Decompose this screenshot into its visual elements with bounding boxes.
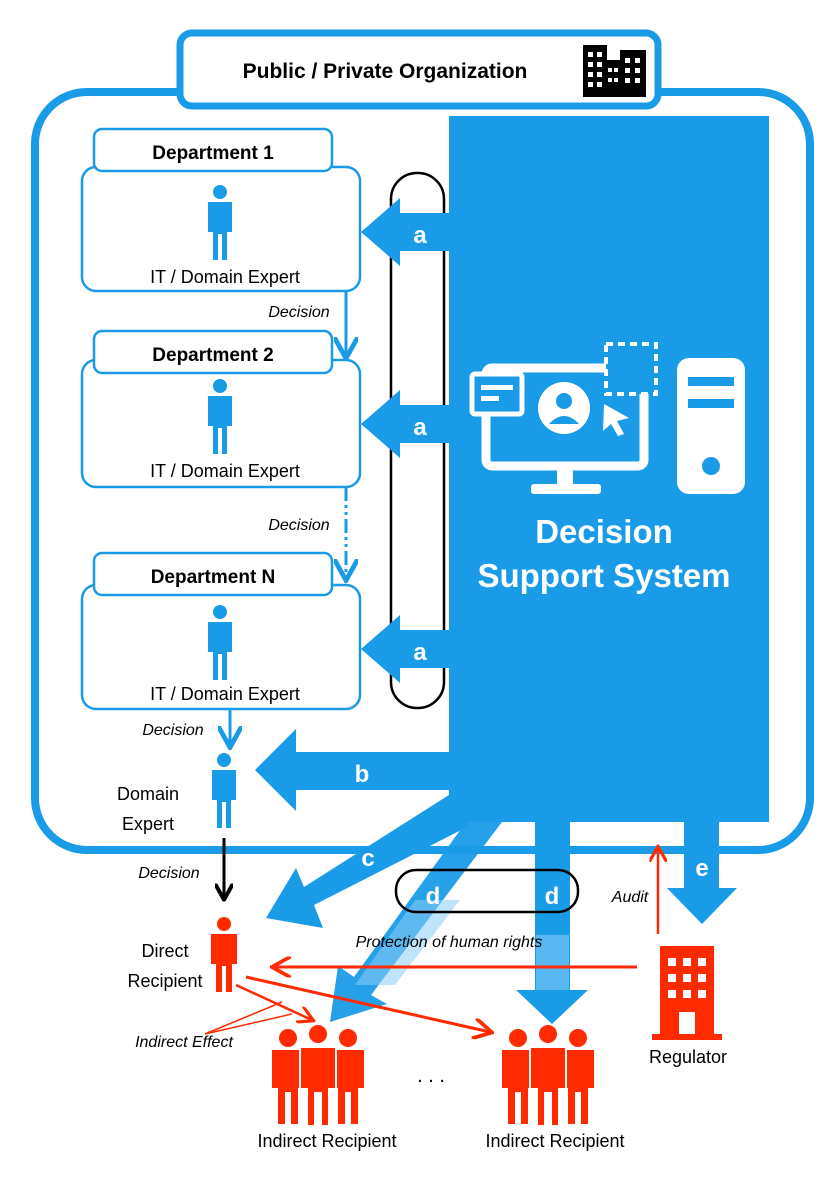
arrow-a-label: a — [413, 222, 427, 249]
arrow-a-department-2: a — [361, 390, 449, 458]
department-title: Department 1 — [152, 143, 274, 164]
monitor-user-icon — [469, 342, 658, 494]
decision-label: Decision — [138, 865, 199, 882]
direct-recipient-line1: Direct — [141, 941, 188, 961]
arrow-c-direct-recipient: c — [266, 795, 469, 928]
indirect-recipient-group-1-icon — [272, 1023, 364, 1127]
arrow-d-label: d — [426, 883, 441, 910]
regulator-label: Regulator — [649, 1047, 727, 1067]
arrow-a-department-n: a — [361, 615, 449, 683]
arrow-e-label: e — [695, 855, 708, 882]
indirect-effect-pointer — [204, 1001, 283, 1035]
indirect-recipient-label-2: Indirect Recipient — [485, 1131, 624, 1151]
department-role: IT / Domain Expert — [150, 267, 300, 287]
arrow-d-indirect-recipient-1: d — [330, 822, 502, 1022]
organization-title-box — [176, 29, 662, 110]
arrow-d-group — [394, 868, 580, 914]
regulator-building-icon — [652, 946, 722, 1040]
organization-title: Public / Private Organization — [243, 60, 528, 83]
dss-title-line2: Support System — [477, 557, 730, 594]
ellipsis: . . . — [417, 1065, 445, 1087]
indirect-recipient-group-2-icon — [502, 1023, 594, 1127]
department-role: IT / Domain Expert — [150, 684, 300, 704]
arrow-a-department-1: a — [361, 198, 449, 266]
department-2-box: Department 2 IT / Domain Expert — [80, 329, 362, 489]
arrow-c-label: c — [361, 845, 374, 872]
indirect-effect-label: Indirect Effect — [135, 1034, 233, 1051]
department-title: Department N — [151, 567, 276, 588]
server-tower-icon — [677, 358, 745, 494]
direct-recipient-person-icon — [211, 917, 237, 992]
indirect-recipient-label-1: Indirect Recipient — [257, 1131, 396, 1151]
direct-recipient-line2: Recipient — [127, 971, 202, 991]
department-1-box: Department 1 IT / Domain Expert — [80, 127, 362, 293]
department-n-box: Department N IT / Domain Expert — [80, 551, 362, 711]
decision-label: Decision — [268, 304, 329, 321]
arrow-b-label: b — [355, 761, 370, 788]
arrow-d-label: d — [545, 883, 560, 910]
arrow-b-domain-expert: b — [255, 729, 449, 811]
domain-expert-label-line1: Domain — [117, 784, 179, 804]
arrow-e-regulator: e — [667, 822, 737, 924]
indirect-effect-arrow-2 — [245, 975, 490, 1032]
office-buildings-icon — [583, 45, 646, 97]
dss-title-line1: Decision — [535, 513, 673, 550]
domain-expert-label-line2: Expert — [122, 814, 174, 834]
arrow-a-label: a — [413, 414, 427, 441]
decision-label: Decision — [268, 517, 329, 534]
department-role: IT / Domain Expert — [150, 461, 300, 481]
department-title: Department 2 — [152, 345, 273, 366]
protection-label: Protection of human rights — [356, 934, 543, 951]
indirect-effect-arrow-1 — [235, 983, 312, 1020]
domain-expert-person-icon — [212, 753, 236, 828]
audit-label: Audit — [611, 889, 649, 906]
arrow-a-label: a — [413, 639, 427, 666]
decision-label: Decision — [142, 722, 203, 739]
indirect-effect-pointer — [204, 1013, 293, 1035]
